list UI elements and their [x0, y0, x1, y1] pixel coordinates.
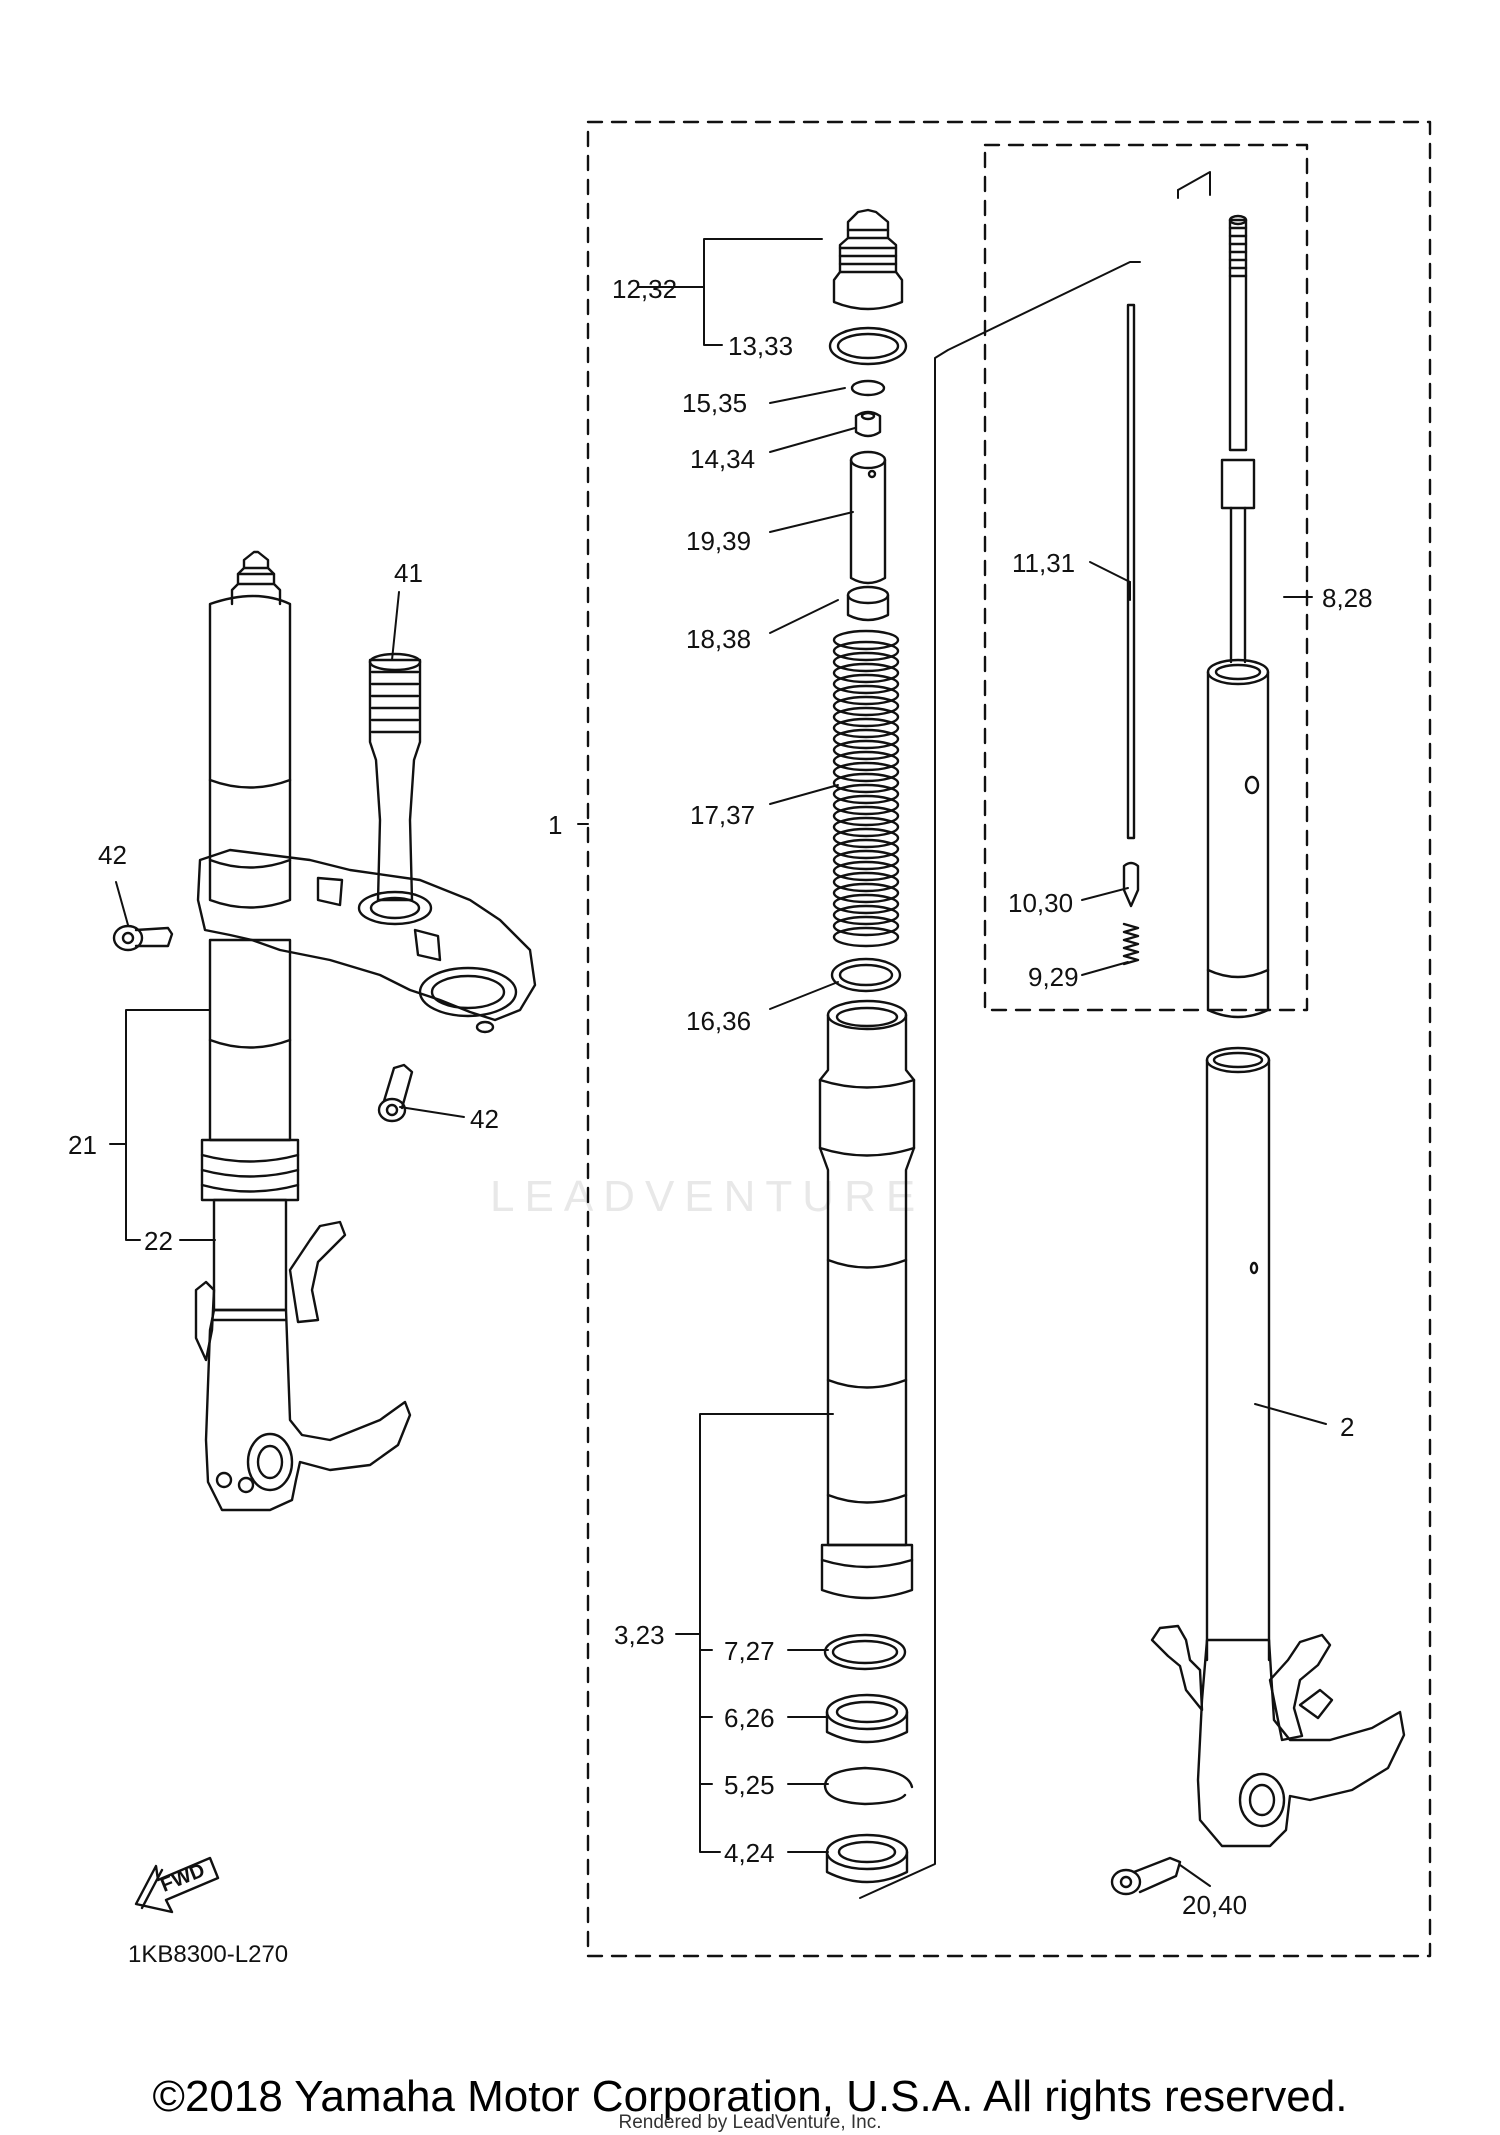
spring-coil: [832, 838, 900, 860]
callout-1: 1: [548, 810, 563, 840]
diagram-code: 1KB8300-L270: [128, 1941, 289, 1968]
spring-coil: [832, 893, 900, 915]
inner-tube-assembly: [1110, 1046, 1406, 1896]
callout-11-31: 11,31: [1012, 548, 1076, 578]
damper-rod: [1228, 218, 1248, 452]
dust-seal-left: [200, 1138, 300, 1202]
spring-coil: [832, 805, 900, 827]
outer-tube: [818, 1013, 916, 1547]
spring-coil: [832, 684, 900, 706]
damper-assembly-outline: [983, 143, 1309, 1012]
callout-41: 41: [394, 558, 423, 588]
outer-tube-left: [208, 938, 292, 1142]
spring-coil: [832, 783, 900, 805]
callout-19-39: 19,39: [686, 526, 752, 556]
watermark-text: LEADVENTURE: [490, 1172, 926, 1221]
callout-7-27: 7,27: [724, 1636, 775, 1666]
spring-coil: [832, 673, 900, 695]
callout-9-29: 9,29: [1028, 962, 1079, 992]
spring-coil: [832, 629, 900, 651]
cap-bolt: [832, 208, 904, 311]
fork-cap-left: [230, 550, 282, 606]
spring-coil: [832, 904, 900, 926]
spring-coil: [832, 662, 900, 684]
nut: [854, 410, 882, 438]
callout-12-32: 12,32: [612, 274, 678, 304]
spring-coil: [832, 651, 900, 673]
callout-10-30: 10,30: [1008, 888, 1074, 918]
inner-tube: [1205, 1058, 1271, 1662]
spring-coil: [832, 871, 900, 893]
spring-coil: [832, 695, 900, 717]
spring-coil: [832, 728, 900, 750]
spring-coil: [832, 860, 900, 882]
assembled-fork-left: [112, 550, 537, 1512]
spring-coil: [832, 816, 900, 838]
upper-tube-left: [208, 594, 292, 909]
callout-6-26: 6,26: [724, 1703, 775, 1733]
spring-coil: [832, 794, 900, 816]
axle-bracket-right: [1196, 1638, 1406, 1848]
retaining-clip: [823, 1766, 914, 1806]
spring-coil: [832, 827, 900, 849]
small-spring: [1122, 922, 1140, 966]
adjusting-rod: [1126, 303, 1136, 840]
spacer-collar: [849, 458, 887, 585]
callout-20-40: 20,40: [1182, 1890, 1248, 1920]
callout-17-37: 17,37: [690, 800, 756, 830]
spring-coil: [832, 915, 900, 937]
exploded-fork-center: [818, 208, 916, 1884]
fork-spring: [832, 629, 900, 948]
callout-42-upper: 42: [98, 840, 127, 870]
spring-coil: [832, 849, 900, 871]
callout-3-23: 3,23: [614, 1620, 665, 1650]
spring-coil: [832, 926, 900, 948]
callout-16-36: 16,36: [686, 1006, 752, 1036]
dust-seal: [825, 1850, 909, 1884]
callout-13-33: 13,33: [728, 331, 794, 361]
fwd-arrow-icon: [134, 1856, 220, 1914]
callout-4-24: 4,24: [724, 1838, 775, 1868]
callout-8-28: 8,28: [1322, 583, 1373, 613]
spring-coil: [832, 772, 900, 794]
spring-coil: [832, 640, 900, 662]
callout-18-38: 18,38: [686, 624, 752, 654]
axle-bracket-left: [204, 1308, 412, 1512]
rendered-by-text: Rendered by LeadVenture, Inc.: [618, 2112, 882, 2133]
oil-seal-washer: [823, 1633, 907, 1671]
upper-bracket: [196, 848, 537, 1022]
callout-22: 22: [144, 1226, 173, 1256]
spring-coil: [832, 761, 900, 783]
spring-coil: [832, 739, 900, 761]
damper-cartridge: [1206, 670, 1270, 1019]
copyright-text: ©2018 Yamaha Motor Corporation, U.S.A. A…: [152, 2072, 1348, 2121]
o-ring: [828, 326, 908, 366]
callout-14-34: 14,34: [690, 444, 756, 474]
callout-15-35: 15,35: [682, 388, 748, 418]
damper-parts: [1122, 214, 1270, 1019]
callout-42-lower: 42: [470, 1104, 499, 1134]
spring-coil: [832, 882, 900, 904]
leader-lines: [109, 171, 1327, 1899]
bolt-42-upper: [112, 924, 174, 952]
spring-guide-ring: [830, 957, 902, 993]
inner-tube-left: [212, 1198, 288, 1312]
washer: [850, 379, 886, 397]
callout-2: 2: [1340, 1412, 1355, 1442]
oil-seal: [825, 1710, 909, 1744]
callout-21: 21: [68, 1130, 97, 1160]
fork-assembly-outline: [586, 120, 1432, 1958]
spring-coil: [832, 750, 900, 772]
bolt-42-lower: [377, 1063, 414, 1123]
adjusting-needle: [1122, 861, 1140, 908]
spring-coil: [832, 706, 900, 728]
spring-coil: [832, 717, 900, 739]
callout-5-25: 5,25: [724, 1770, 775, 1800]
axle-pinch-bolt: [1110, 1856, 1182, 1896]
spring-seat: [846, 593, 890, 622]
